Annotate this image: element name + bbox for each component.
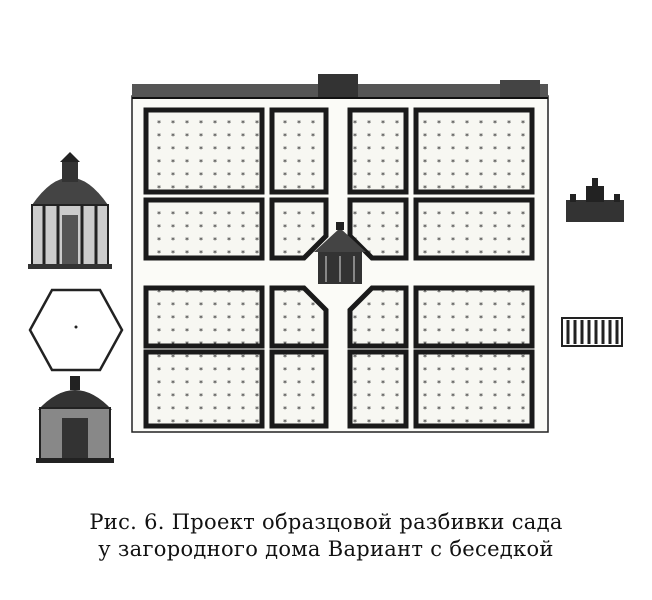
- figure-caption-line-2: у загородного дома Вариант с беседкой: [98, 537, 554, 561]
- garden-plan: [131, 74, 549, 433]
- flower-bed: [413, 349, 535, 429]
- building-elevation-right: [566, 178, 624, 222]
- flower-bed: [413, 197, 535, 261]
- gazebo-elevation-bottom: [36, 376, 114, 463]
- flower-bed: [269, 107, 329, 195]
- flower-bed: [269, 349, 329, 429]
- flower-bed: [413, 285, 535, 349]
- flower-bed: [413, 107, 535, 195]
- gazebo-hexagon-plan: [28, 288, 124, 372]
- flower-bed: [347, 107, 409, 195]
- figure-caption-line-1: Рис. 6. Проект образцовой разбивки сада: [89, 510, 563, 534]
- flower-bed: [347, 197, 409, 261]
- flower-bed: [143, 285, 265, 349]
- house-facade: [132, 74, 548, 99]
- flower-bed: [269, 285, 329, 349]
- flower-beds: [143, 107, 535, 429]
- central-gazebo: [314, 222, 366, 284]
- flower-bed: [347, 349, 409, 429]
- flower-bed: [143, 349, 265, 429]
- flower-bed: [143, 107, 265, 195]
- flower-bed: [347, 285, 409, 349]
- flower-bed: [269, 197, 329, 261]
- flower-bed: [143, 197, 265, 261]
- gazebo-elevation-top: [28, 152, 112, 269]
- fence-section-right: [561, 317, 623, 347]
